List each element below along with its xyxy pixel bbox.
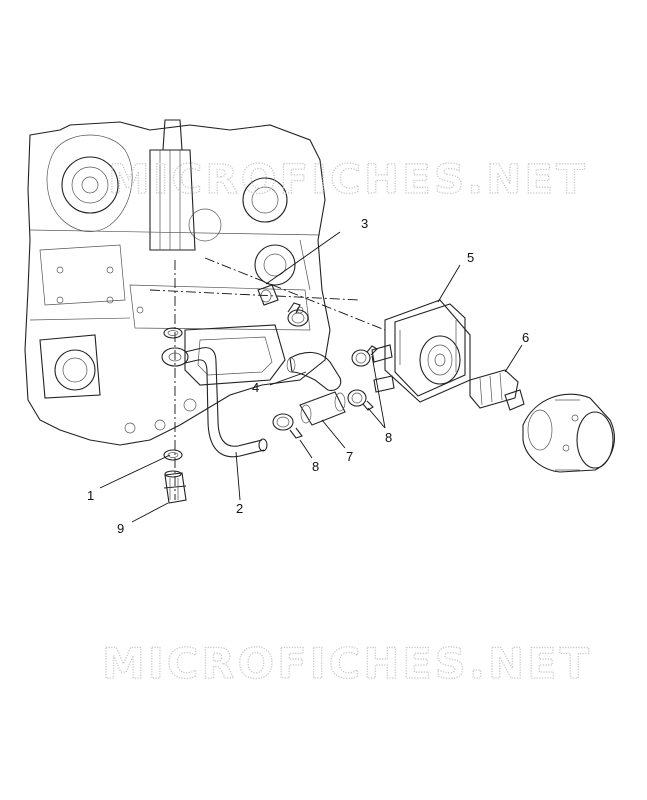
leader-part-1 (99, 454, 171, 489)
callout-2: 2 (236, 501, 243, 516)
part-9-banjo-bolt (131, 470, 187, 523)
watermark-top: MICROFICHES.NET (108, 157, 588, 203)
part-1-sealing-washers (163, 327, 183, 461)
watermark-bottom: MICROFICHES.NET (102, 639, 592, 688)
callout-9: 9 (117, 521, 124, 536)
part-8-hose-clamps (272, 302, 386, 459)
callout-8-right: 8 (385, 430, 392, 445)
part-7-straight-hose (299, 391, 346, 449)
callout-7: 7 (346, 449, 353, 464)
callout-1: 1 (87, 488, 94, 503)
part-4-elbow-hose (269, 351, 342, 391)
oil-filter (522, 393, 615, 473)
callout-8-left: 8 (312, 459, 319, 474)
callout-6: 6 (522, 330, 529, 345)
callout-5: 5 (467, 250, 474, 265)
part-3-hose-fitting (257, 231, 341, 306)
part-5-oil-cooler (371, 264, 471, 403)
leader-part-2 (235, 451, 241, 501)
callout-4: 4 (252, 380, 259, 395)
engine-block (24, 119, 331, 446)
callout-3: 3 (361, 216, 368, 231)
part-2-oil-pipe (161, 347, 268, 458)
callout-labels: 1 2 3 4 5 6 7 8 8 9 (87, 216, 529, 536)
part-6-threaded-adapter (469, 344, 525, 411)
